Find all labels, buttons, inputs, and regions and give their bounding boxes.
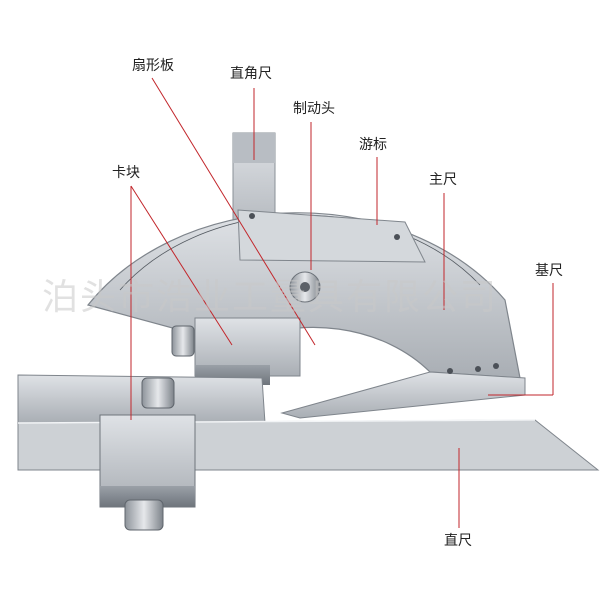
knob-top-left [171,325,195,357]
knob-clamp-bottom [124,499,164,531]
label-base-ruler: 基尺 [535,263,563,279]
label-brake-head: 制动头 [293,101,335,117]
label-right-angle-ruler: 直角尺 [230,66,272,82]
carrier-block [194,317,301,385]
label-clamp-block: 卡块 [112,165,140,181]
label-main-scale: 主尺 [429,172,457,188]
leader-lines [130,77,554,528]
leader-clamp-block-2 [130,185,233,346]
base-ruler [280,363,526,419]
vernier-plate [237,209,426,263]
brake-head-knob [289,271,321,303]
label-sector-plate: 扇形板 [132,58,174,74]
knob-clamp-top [141,377,175,409]
clamp-block [99,414,196,508]
label-vernier: 游标 [359,137,387,153]
label-straight-ruler: 直尺 [444,533,472,549]
watermark-text: 泊头市浩业工量具有限公司 [42,277,499,318]
leader-sector-plate [151,77,316,346]
